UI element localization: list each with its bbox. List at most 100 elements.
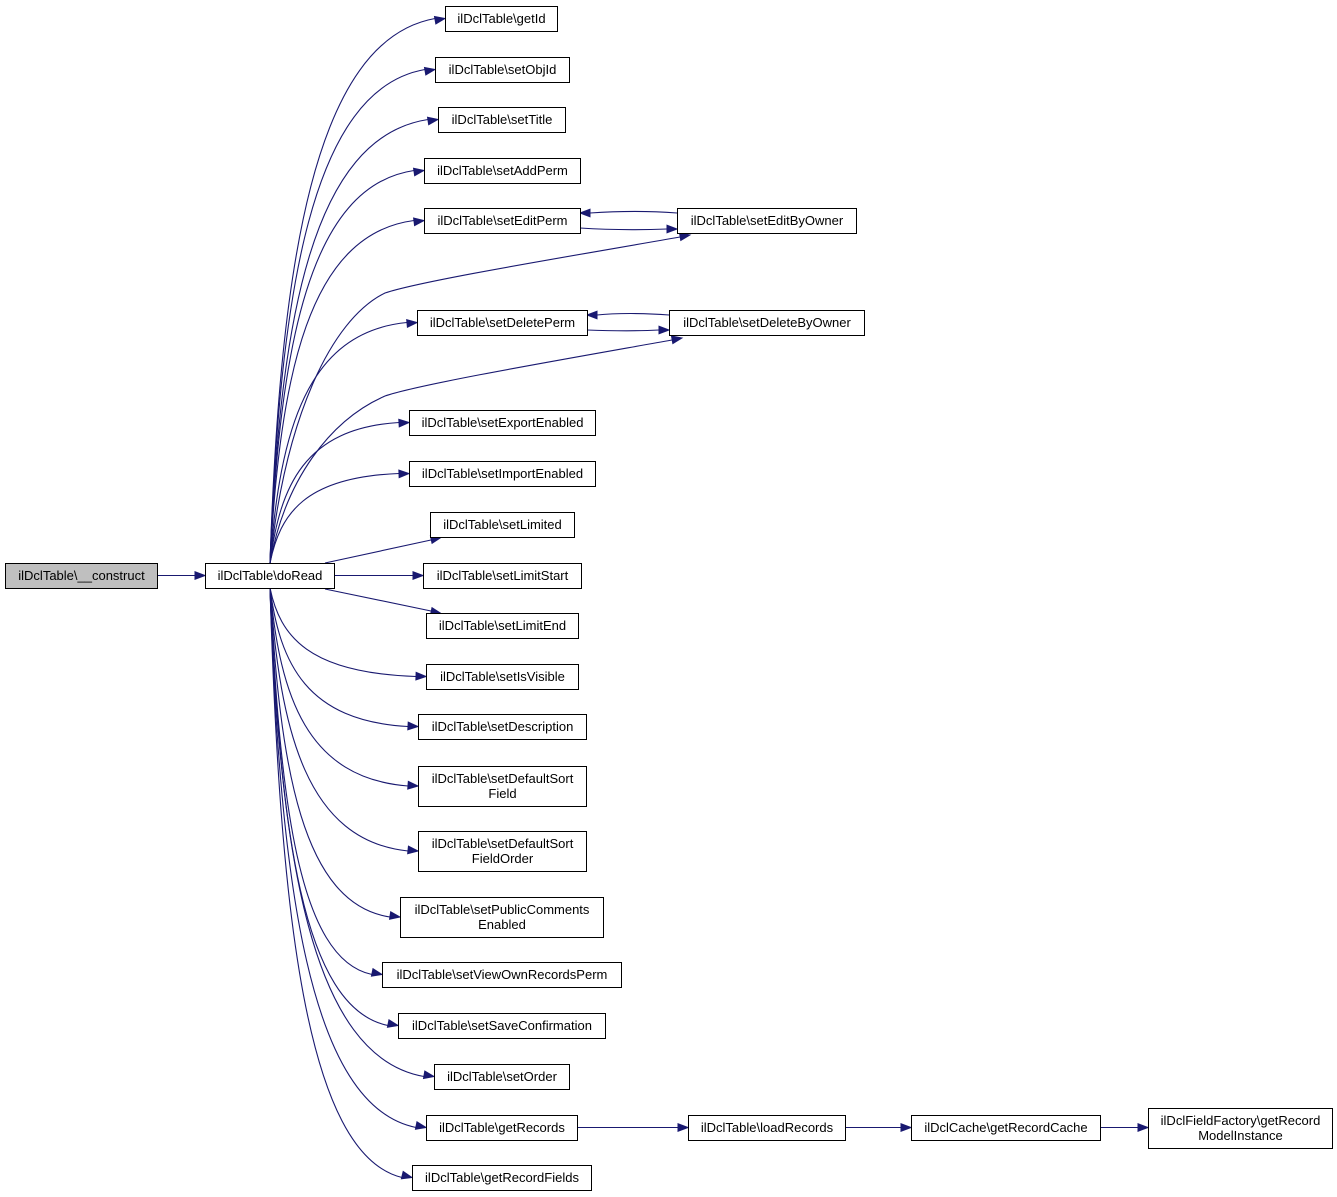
edge-do-read-to-set-obj-id: [269, 68, 426, 564]
node-box: [398, 1013, 606, 1039]
node-label: Field: [488, 786, 516, 801]
node-set-delete-by-owner[interactable]: ilDclTable\setDeleteByOwner: [669, 310, 865, 336]
node-box: [382, 962, 622, 988]
edge-do-read-to-set-order: [269, 587, 425, 1078]
node-construct[interactable]: ilDclTable\__construct: [5, 563, 158, 589]
node-set-limit-start[interactable]: ilDclTable\setLimitStart: [423, 563, 582, 589]
node-set-limit-end[interactable]: ilDclTable\setLimitEnd: [426, 613, 579, 639]
edge-do-read-to-set-view-own-records-perm-arrowhead: [370, 967, 384, 977]
nodes-layer: ilDclTable\__construct ilDclTable\doRead i…: [5, 6, 1333, 1191]
edge-set-delete-perm-to-set-delete-by-owner-arrowhead: [658, 325, 671, 335]
node-box: [438, 107, 566, 133]
node-label: ilDclTable\setAddPerm: [437, 163, 568, 178]
edge-do-read-to-set-is-visible: [269, 587, 417, 678]
node-label: ilDclTable\setOrder: [447, 1069, 557, 1084]
node-set-export-enabled[interactable]: ilDclTable\setExportEnabled: [409, 410, 596, 436]
edge-do-read-to-set-default-sort-field-arrowhead: [407, 780, 420, 790]
node-label: ilDclFieldFactory\getRecord: [1161, 1113, 1321, 1128]
edge-do-read-to-set-limit-start-arrowhead: [412, 570, 425, 581]
edge-do-read-to-set-save-confirmation-arrowhead: [386, 1018, 400, 1028]
node-set-edit-by-owner[interactable]: ilDclTable\setEditByOwner: [677, 208, 857, 234]
edge-do-read-to-set-edit-by-owner: [269, 236, 681, 564]
node-box: [409, 410, 596, 436]
node-box: [205, 563, 335, 589]
edge-do-read-to-get-id: [269, 17, 436, 564]
edge-do-read-to-get-record-fields: [269, 587, 403, 1179]
node-set-delete-perm[interactable]: ilDclTable\setDeletePerm: [417, 310, 588, 336]
edge-do-read-to-set-view-own-records-perm: [269, 587, 373, 976]
edge-load-records-to-get-record-cache-arrowhead: [900, 1122, 913, 1133]
edge-do-read-to-set-obj-id-arrowhead: [423, 66, 437, 76]
edge-do-read-to-set-public-comments-enabled-arrowhead: [388, 910, 402, 920]
edge-set-edit-perm-to-set-edit-by-owner: [579, 227, 668, 231]
node-label: ilDclTable\loadRecords: [701, 1120, 834, 1135]
edge-do-read-to-set-public-comments-enabled: [269, 587, 391, 918]
node-set-title[interactable]: ilDclTable\setTitle: [438, 107, 566, 133]
node-label: ilDclTable\setViewOwnRecordsPerm: [397, 967, 608, 982]
node-label: ilDclTable\setIsVisible: [440, 669, 565, 684]
edge-do-read-to-set-delete-perm: [269, 321, 408, 564]
node-label: ilDclTable\setDeletePerm: [430, 315, 575, 330]
node-get-id[interactable]: ilDclTable\getId: [445, 6, 558, 32]
edge-do-read-to-set-delete-by-owner-arrowhead: [670, 335, 684, 345]
edge-do-read-to-get-records-arrowhead: [414, 1120, 428, 1130]
node-box: [418, 714, 587, 740]
node-label: ModelInstance: [1198, 1128, 1283, 1143]
node-set-order[interactable]: ilDclTable\setOrder: [434, 1064, 570, 1090]
node-box: [417, 310, 588, 336]
node-label: ilDclTable\setLimitStart: [437, 568, 569, 583]
node-set-description[interactable]: ilDclTable\setDescription: [418, 714, 587, 740]
node-set-view-own-records-perm[interactable]: ilDclTable\setViewOwnRecordsPerm: [382, 962, 622, 988]
node-set-obj-id[interactable]: ilDclTable\setObjId: [435, 57, 570, 83]
node-box: [445, 6, 558, 32]
node-set-is-visible[interactable]: ilDclTable\setIsVisible: [426, 664, 579, 690]
edge-set-delete-by-owner-to-set-delete-perm-arrowhead: [585, 310, 598, 320]
edge-do-read-to-set-limit-end: [324, 588, 432, 612]
edge-do-read-to-set-title: [269, 118, 429, 564]
node-set-limited[interactable]: ilDclTable\setLimited: [430, 512, 575, 538]
node-set-save-confirmation[interactable]: ilDclTable\setSaveConfirmation: [398, 1013, 606, 1039]
node-box: [435, 57, 570, 83]
edge-set-edit-by-owner-to-set-edit-perm-arrowhead: [578, 208, 591, 218]
node-set-edit-perm[interactable]: ilDclTable\setEditPerm: [424, 208, 581, 234]
edge-do-read-to-set-export-enabled-arrowhead: [398, 418, 411, 428]
node-label: ilDclTable\getRecords: [439, 1120, 565, 1135]
edge-do-read-to-set-description: [269, 587, 409, 728]
node-label: ilDclTable\setLimited: [443, 517, 562, 532]
node-do-read[interactable]: ilDclTable\doRead: [205, 563, 335, 589]
node-label: Enabled: [478, 917, 526, 932]
edge-do-read-to-set-delete-perm-arrowhead: [406, 318, 419, 329]
edge-do-read-to-get-id-arrowhead: [433, 15, 447, 25]
node-box: [424, 158, 581, 184]
edge-do-read-to-get-records: [269, 587, 417, 1129]
node-label: ilDclTable\setObjId: [449, 62, 557, 77]
node-get-record-fields[interactable]: ilDclTable\getRecordFields: [412, 1165, 592, 1191]
edge-do-read-to-get-record-fields-arrowhead: [400, 1170, 414, 1180]
node-box: [911, 1115, 1101, 1141]
node-set-add-perm[interactable]: ilDclTable\setAddPerm: [424, 158, 581, 184]
edge-set-edit-by-owner-to-set-edit-perm: [589, 210, 678, 214]
node-box: [418, 831, 587, 872]
node-label: FieldOrder: [472, 851, 534, 866]
node-box: [424, 208, 581, 234]
node-label: ilDclTable\setDescription: [432, 719, 574, 734]
node-box: [400, 897, 604, 938]
node-label: ilDclTable\setSaveConfirmation: [412, 1018, 592, 1033]
edge-do-read-to-set-is-visible-arrowhead: [415, 671, 428, 681]
node-box: [418, 766, 587, 807]
edge-do-read-to-set-limited: [324, 539, 432, 564]
node-get-record-cache[interactable]: ilDclCache\getRecordCache: [911, 1115, 1101, 1141]
node-load-records[interactable]: ilDclTable\loadRecords: [688, 1115, 846, 1141]
edge-do-read-to-set-title-arrowhead: [426, 116, 440, 126]
edge-set-edit-perm-to-set-edit-by-owner-arrowhead: [666, 224, 679, 234]
node-box: [423, 563, 582, 589]
node-set-import-enabled[interactable]: ilDclTable\setImportEnabled: [409, 461, 596, 487]
node-label: ilDclTable\setLimitEnd: [439, 618, 566, 633]
node-get-records[interactable]: ilDclTable\getRecords: [426, 1115, 578, 1141]
node-label: ilDclTable\getId: [457, 11, 545, 26]
